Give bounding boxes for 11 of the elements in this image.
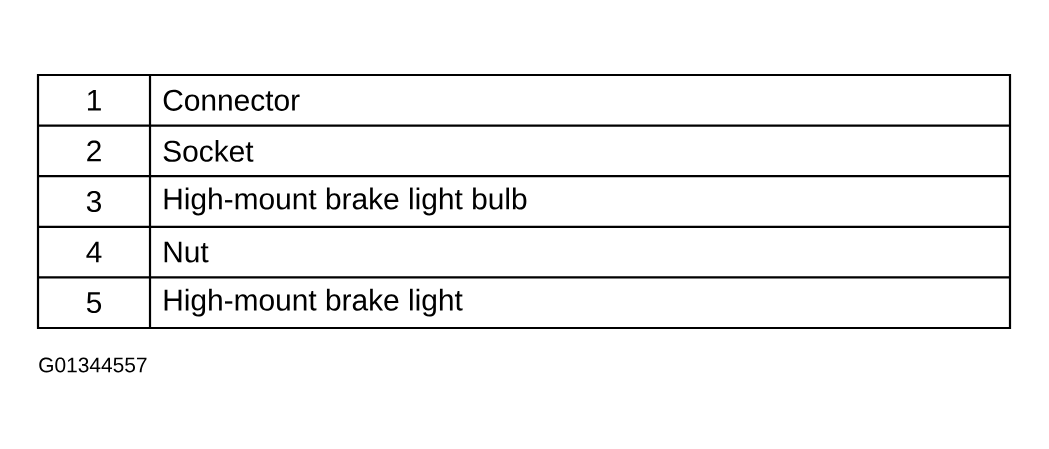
table-cell: Connector (163, 89, 300, 111)
table-cell: Nut (164, 241, 209, 263)
table-cell: Socket (163, 139, 254, 162)
table-cell: 3 (86, 190, 101, 213)
table-cell: 1 (88, 90, 101, 111)
figure-code: G01344557 (39, 357, 147, 373)
table-cell: High-mount brake light bulb (164, 187, 527, 216)
table-cell: 2 (87, 140, 101, 162)
table-cell: 4 (86, 241, 102, 263)
table-cell: High-mount brake light (164, 288, 463, 317)
table-cell: 5 (86, 292, 102, 314)
